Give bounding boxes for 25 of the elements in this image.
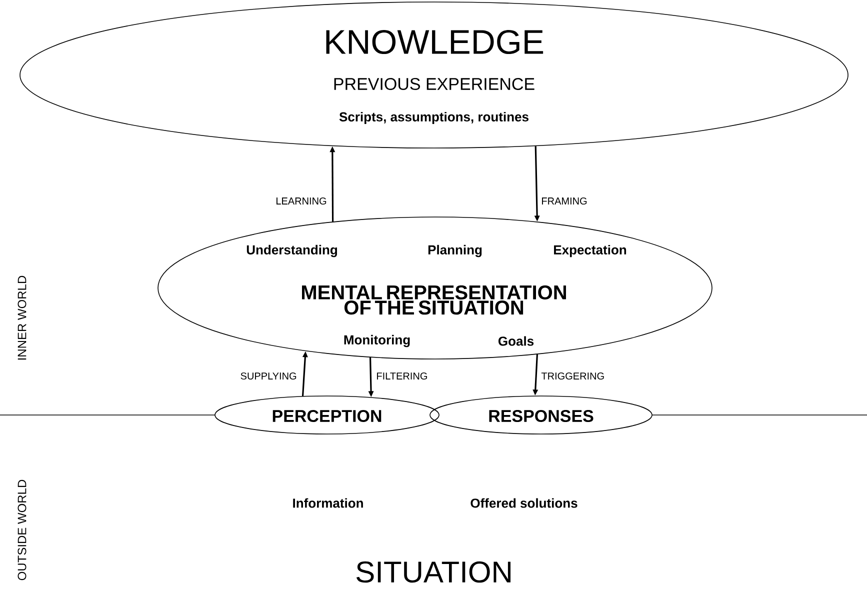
- label: Offered solutions: [470, 498, 578, 508]
- node-text: Monitoring: [344, 334, 410, 348]
- node-text: Planning: [428, 244, 482, 258]
- ellipse: [158, 216, 712, 360]
- node-text: MENTAL REPRESENTATION OF THE SITUATION: [302, 285, 566, 315]
- edge-label: FILTERING: [377, 372, 427, 380]
- node-text: RESPONSES: [489, 410, 594, 422]
- node-text: Understanding: [246, 244, 337, 258]
- label: Information: [293, 498, 363, 508]
- ellipse: [214, 396, 440, 434]
- node-text: Goals: [498, 336, 534, 346]
- node-text: Expectation: [554, 244, 626, 258]
- label: INNER WORLD: [18, 276, 26, 360]
- node-text: KNOWLEDGE: [326, 30, 544, 54]
- edge-label: TRIGGERING: [541, 372, 604, 380]
- ellipse: [430, 396, 652, 434]
- node-text: PREVIOUS EXPERIENCE: [334, 78, 534, 90]
- label: OUTSIDE WORLD: [18, 480, 26, 580]
- edge-label: FRAMING: [542, 197, 587, 205]
- ellipse: [20, 2, 848, 148]
- edge-label: SUPPLYING: [240, 372, 296, 380]
- edge-label: LEARNING: [276, 197, 326, 205]
- node-text: Scripts, assumptions, routines: [339, 112, 528, 124]
- node-text: PERCEPTION: [272, 410, 382, 422]
- label: SITUATION: [356, 561, 510, 583]
